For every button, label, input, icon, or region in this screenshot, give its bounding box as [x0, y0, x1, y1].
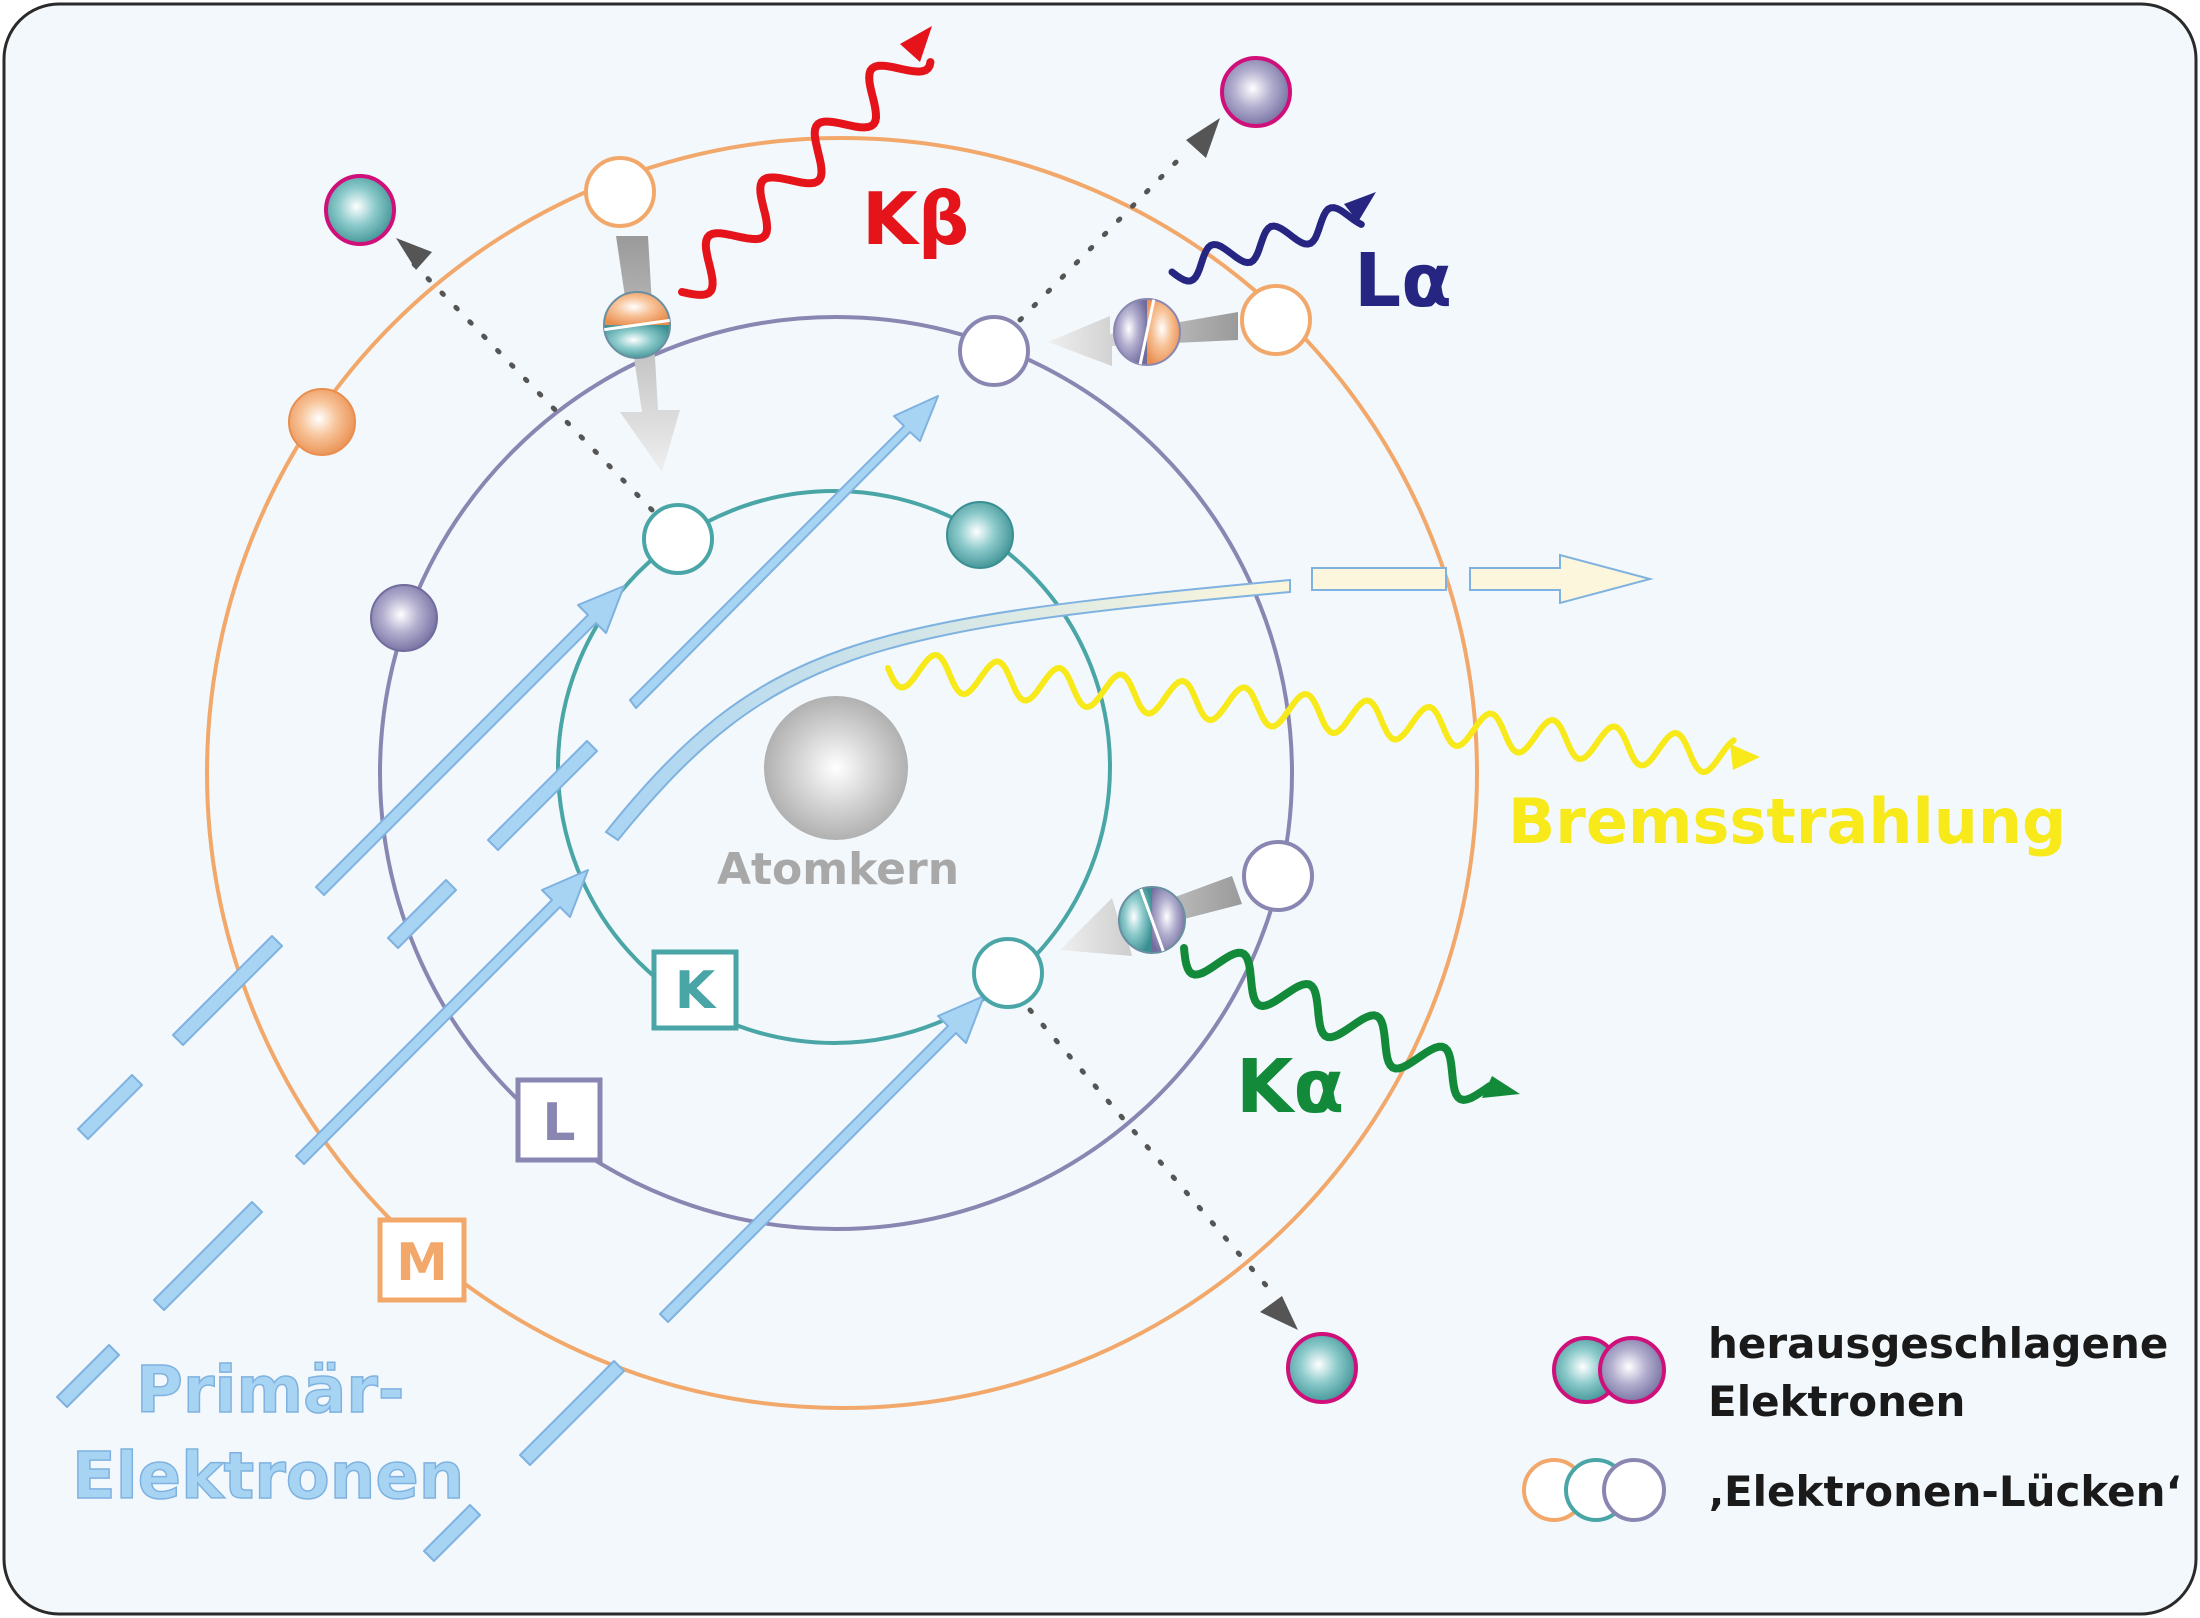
shell-k-ring — [556, 489, 1112, 1045]
bound-electrons — [288, 388, 1014, 652]
hole-m-top — [584, 156, 656, 228]
transitioning-electron-m-k — [603, 291, 671, 359]
primary-electrons-label-line2: Elektronen — [72, 1440, 464, 1514]
nucleus-label: Atomkern — [717, 844, 959, 895]
legend-ejected-label-line1: herausgeschlagene — [1708, 1319, 2168, 1368]
primary-electron-arrows — [56, 395, 985, 1562]
hole-m-right — [1240, 284, 1312, 356]
shell-m-ring — [205, 136, 1479, 1410]
ejection-arrowheads — [396, 118, 1298, 1330]
primary-electrons-label-line1: Primär- — [136, 1354, 404, 1428]
l-alpha-wave — [1168, 204, 1365, 285]
k-alpha-wave — [1180, 944, 1494, 1104]
shell-l-label: L — [542, 1093, 575, 1153]
hole-l-top — [958, 315, 1030, 387]
bremsstrahlung-wave — [885, 651, 1737, 776]
hole-k-top — [642, 503, 714, 575]
transitioning-electron-m-l — [1113, 298, 1181, 366]
l-alpha-arrowhead — [1344, 192, 1376, 222]
k-beta-label: Kβ — [862, 177, 969, 261]
k-beta-wave — [678, 58, 935, 299]
k-alpha-label: Kα — [1236, 1044, 1344, 1130]
shell-m-label: M — [396, 1233, 448, 1293]
hole-k-bottom — [972, 937, 1044, 1009]
legend-ejected-purple — [1598, 1336, 1666, 1404]
shell-k-label-box — [651, 949, 739, 1031]
legend-holes-label: ‚Elektronen-Lücken‘ — [1708, 1467, 2182, 1516]
bremsstrahlung-arrowhead — [1730, 744, 1760, 770]
shell-l-ring — [378, 315, 1294, 1231]
ejected-electrons — [324, 56, 1358, 1404]
ejected-electron-k-bottom — [1286, 1332, 1358, 1404]
shell-m-label-box — [377, 1217, 467, 1303]
transitioning-electron-l-k — [1118, 886, 1186, 954]
electron-k — [946, 501, 1014, 569]
l-alpha-label: Lα — [1354, 238, 1452, 324]
ejected-electron-l — [1220, 56, 1292, 128]
electron-holes — [584, 156, 1314, 1009]
nucleus — [764, 696, 908, 840]
ejection-paths — [407, 147, 1273, 1293]
bremsstrahlung-label: Bremsstrahlung — [1508, 785, 2066, 858]
legend-hole-purple — [1602, 1458, 1666, 1522]
legend-ejected-label-line2: Elektronen — [1708, 1377, 1965, 1426]
electron-m — [288, 388, 356, 456]
deflected-electron-arrow — [1311, 553, 1654, 605]
ejected-electron-k-top — [324, 174, 396, 246]
k-beta-arrowhead — [900, 26, 932, 62]
legend: herausgeschlagene Elektronen ‚Elektronen… — [1522, 1319, 2182, 1522]
hole-l-right — [1242, 840, 1314, 912]
shell-k-label: K — [675, 961, 717, 1021]
k-alpha-arrowhead — [1482, 1076, 1520, 1098]
deflected-electron-path — [604, 578, 1291, 842]
shell-l-label-box — [515, 1077, 603, 1163]
electron-l — [370, 584, 438, 652]
